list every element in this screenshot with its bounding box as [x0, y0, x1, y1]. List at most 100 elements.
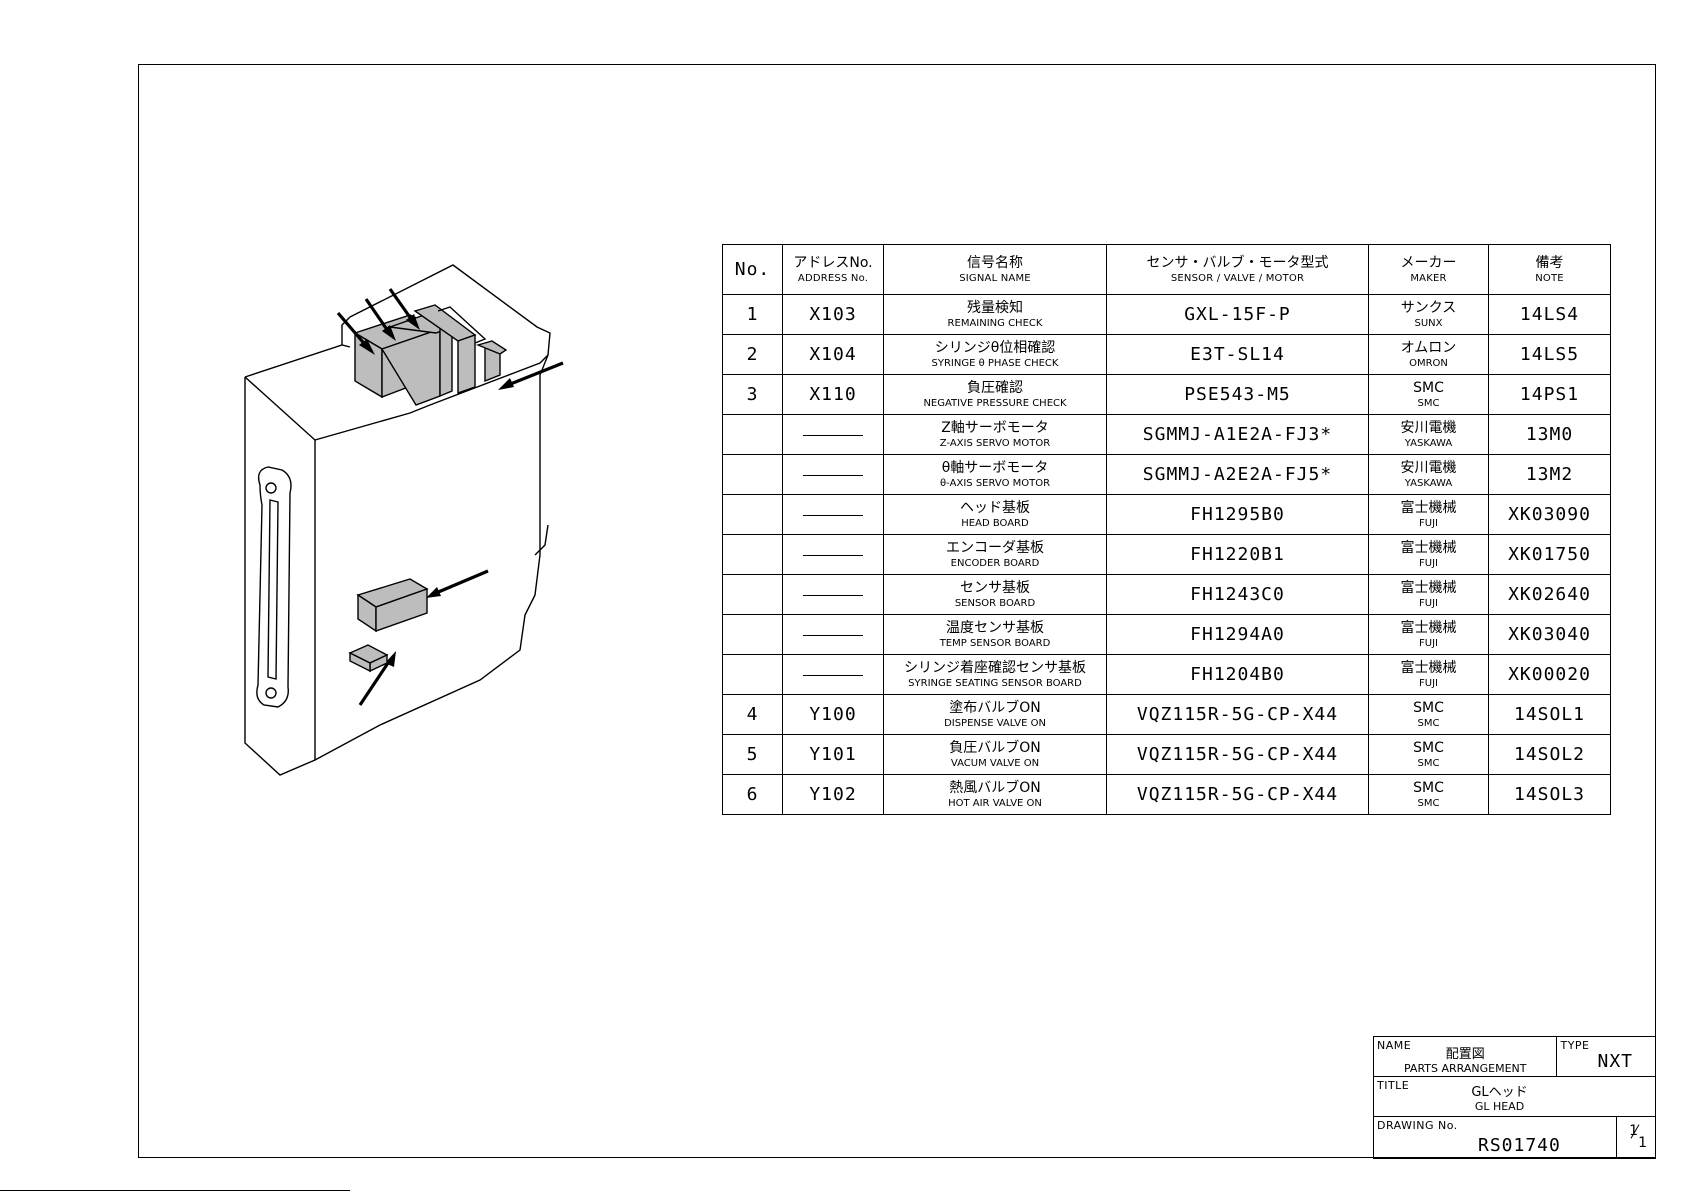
- cell-note: 14SOL1: [1488, 694, 1611, 735]
- cell-no: [722, 574, 783, 615]
- cell-no: 4: [722, 694, 783, 735]
- cell-no: 2: [722, 334, 783, 375]
- cell-note: 14LS5: [1488, 334, 1611, 375]
- cell-no: [722, 654, 783, 695]
- empty-address-dash: [803, 675, 863, 676]
- cell-model: PSE543-M5: [1106, 374, 1369, 415]
- empty-address-dash: [803, 595, 863, 596]
- empty-address-dash: [803, 555, 863, 556]
- empty-address-dash: [803, 635, 863, 636]
- cell-model: FH1243C0: [1106, 574, 1369, 615]
- cell-address: [782, 534, 884, 575]
- cell-address: [782, 654, 884, 695]
- name-cell: NAME 配置図 PARTS ARRANGEMENT: [1372, 1036, 1558, 1077]
- header-address: アドレスNo.ADDRESS No.: [782, 244, 884, 295]
- cell-address: [782, 494, 884, 535]
- cell-note: 14SOL3: [1488, 774, 1611, 815]
- cell-model: E3T-SL14: [1106, 334, 1369, 375]
- cell-no: [722, 414, 783, 455]
- cell-note: 14SOL2: [1488, 734, 1611, 775]
- cell-no: 6: [722, 774, 783, 815]
- header-no: No.: [722, 244, 783, 295]
- cell-no: 1: [722, 294, 783, 335]
- cell-address: [782, 614, 884, 655]
- cell-address: [782, 454, 884, 495]
- title-cell: TITLE GLヘッド GL HEAD: [1373, 1076, 1656, 1117]
- cell-note: 13M2: [1488, 454, 1611, 495]
- cell-note: XK03090: [1488, 494, 1611, 535]
- empty-address-dash: [803, 515, 863, 516]
- cell-model: SGMMJ-A2E2A-FJ5*: [1106, 454, 1369, 495]
- cell-address: Y100: [782, 694, 884, 735]
- cell-model: SGMMJ-A1E2A-FJ3*: [1106, 414, 1369, 455]
- cell-address: [782, 574, 884, 615]
- title-block: NAME 配置図 PARTS ARRANGEMENT TYPE NXT TITL…: [1372, 1036, 1656, 1159]
- cell-no: [722, 494, 783, 535]
- cell-no: 5: [722, 734, 783, 775]
- cell-note: XK01750: [1488, 534, 1611, 575]
- type-cell: TYPE NXT: [1556, 1036, 1656, 1077]
- empty-address-dash: [803, 475, 863, 476]
- cell-address: X110: [782, 374, 884, 415]
- drawing-number-cell: DRAWING No. RS01740: [1372, 1116, 1618, 1159]
- cell-no: [722, 614, 783, 655]
- cell-address: X103: [782, 294, 884, 335]
- sheet-cell: 1 1: [1616, 1116, 1656, 1159]
- cell-address: X104: [782, 334, 884, 375]
- cell-model: VQZ115R-5G-CP-X44: [1106, 774, 1369, 815]
- cell-model: FH1220B1: [1106, 534, 1369, 575]
- cell-model: FH1294A0: [1106, 614, 1369, 655]
- cell-model: FH1295B0: [1106, 494, 1369, 535]
- cell-note: XK00020: [1488, 654, 1611, 695]
- cell-no: [722, 534, 783, 575]
- cell-address: [782, 414, 884, 455]
- drawing-number: RS01740: [1478, 1135, 1561, 1156]
- cell-no: 3: [722, 374, 783, 415]
- cell-note: XK02640: [1488, 574, 1611, 615]
- top-sensor-group: [353, 304, 508, 406]
- cell-address: Y102: [782, 774, 884, 815]
- cell-address: Y101: [782, 734, 884, 775]
- cell-model: FH1204B0: [1106, 654, 1369, 695]
- cell-model: VQZ115R-5G-CP-X44: [1106, 734, 1369, 775]
- cell-note: 14LS4: [1488, 294, 1611, 335]
- cell-note: 14PS1: [1488, 374, 1611, 415]
